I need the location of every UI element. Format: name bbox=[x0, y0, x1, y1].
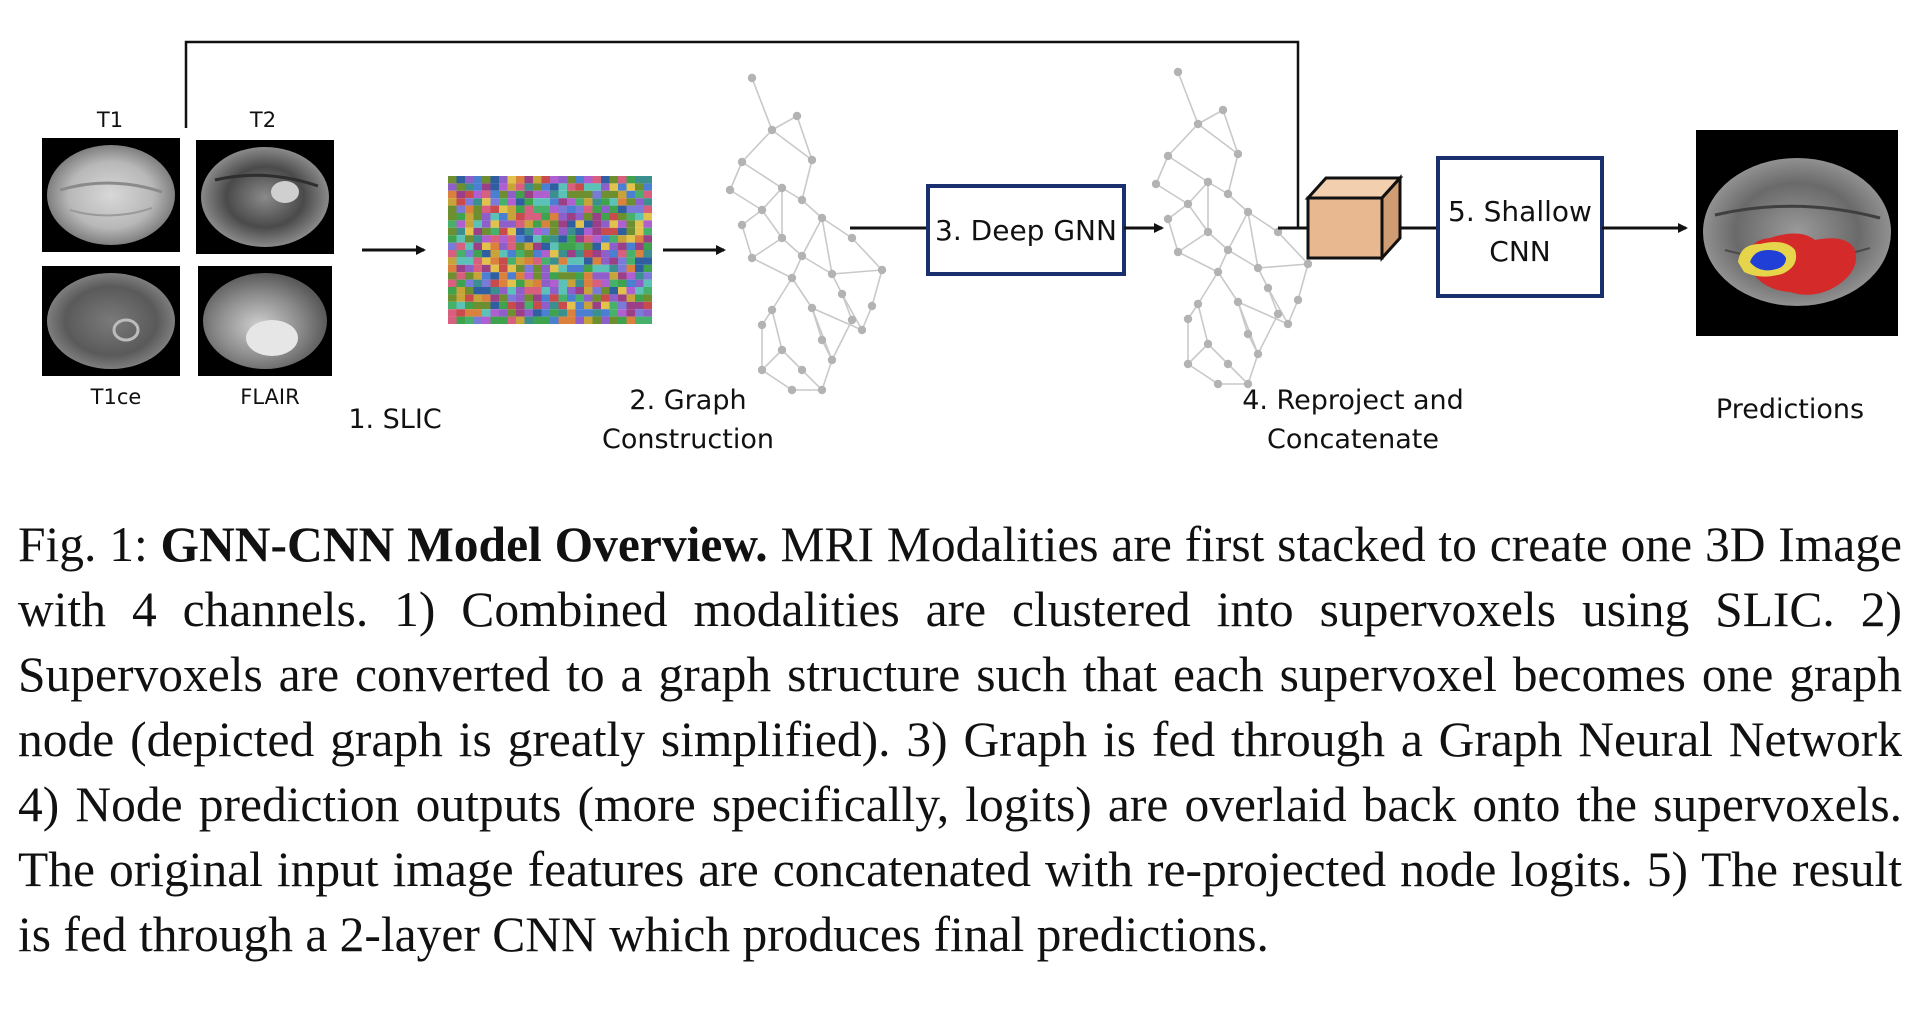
t1ce-image bbox=[42, 266, 180, 376]
deep-gnn-box: 3. Deep GNN bbox=[926, 184, 1126, 276]
label-deep-gnn: 3. Deep GNN bbox=[935, 214, 1117, 247]
output-graph bbox=[1151, 67, 1313, 389]
mri-modalities: T1 T2 T1ce FLAIR bbox=[42, 108, 334, 409]
t1-image bbox=[42, 138, 180, 252]
predictions-image bbox=[1696, 130, 1898, 336]
caption-title: GNN-CNN Model Overview. bbox=[160, 517, 768, 572]
label-t2: T2 bbox=[249, 108, 276, 132]
flair-image bbox=[198, 266, 332, 376]
label-reproject-line1: 4. Reproject and bbox=[1242, 385, 1464, 416]
figure-caption: Fig. 1: GNN-CNN Model Overview. MRI Moda… bbox=[18, 512, 1902, 967]
caption-body: MRI Modalities are first stacked to crea… bbox=[18, 517, 1902, 962]
skip-connection-line bbox=[184, 40, 1300, 228]
label-flair: FLAIR bbox=[240, 385, 299, 409]
label-shallow-cnn-line2: CNN bbox=[1489, 235, 1550, 268]
label-graph-line1: 2. Graph bbox=[629, 385, 746, 416]
label-reproject-line2: Concatenate bbox=[1267, 424, 1439, 455]
label-graph-line2: Construction bbox=[602, 424, 774, 455]
label-predictions: Predictions bbox=[1716, 394, 1864, 425]
slic-supervoxel-image bbox=[448, 176, 652, 324]
caption-prefix: Fig. 1: bbox=[18, 517, 161, 572]
shallow-cnn-box: 5. Shallow CNN bbox=[1436, 156, 1604, 298]
label-t1: T1 bbox=[96, 108, 123, 132]
label-slic: 1. SLIC bbox=[348, 404, 441, 435]
graph-structure bbox=[725, 73, 887, 395]
reproject-cube bbox=[1304, 174, 1404, 262]
label-t1ce: T1ce bbox=[90, 385, 142, 409]
label-shallow-cnn-line1: 5. Shallow bbox=[1448, 195, 1592, 228]
t2-image bbox=[196, 140, 334, 254]
